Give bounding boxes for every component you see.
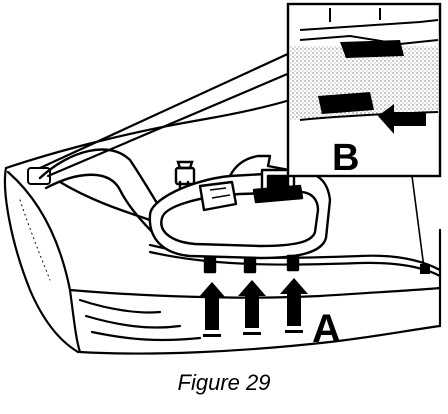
callout-leader-line [411,175,425,269]
inset-detail-b [286,2,442,178]
callout-label-a: A [312,307,341,351]
up-arrow-icon [280,278,308,326]
callout-anchor [420,264,430,274]
callout-label-b: B [332,137,360,179]
left-arrow-icon [378,104,426,134]
up-arrow-icon [238,280,266,328]
fog-lamp-housing [148,154,332,274]
up-arrow-icon [198,282,226,330]
figure-caption: Figure 29 [177,370,271,395]
arrow-group-a [198,278,308,337]
